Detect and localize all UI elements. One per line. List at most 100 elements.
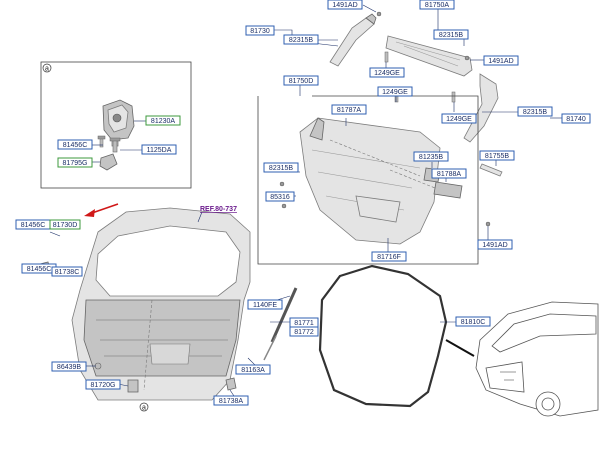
svg-text:81716F: 81716F xyxy=(377,254,401,261)
svg-text:81730: 81730 xyxy=(250,28,270,35)
svg-text:81163A: 81163A xyxy=(241,367,265,374)
label-81163A: 81163A xyxy=(235,364,271,375)
bolt-1125DA xyxy=(109,137,121,153)
svg-text:86439B: 86439B xyxy=(57,364,81,371)
svg-text:1125DA: 1125DA xyxy=(147,147,172,154)
label-81795G: 81795G xyxy=(57,157,93,168)
label-81235B: 81235B xyxy=(413,151,449,162)
svg-text:1249GE: 1249GE xyxy=(446,116,472,123)
svg-text:81810C: 81810C xyxy=(461,319,486,326)
svg-text:81750D: 81750D xyxy=(289,78,314,85)
svg-text:1140FE: 1140FE xyxy=(253,302,277,309)
panel-group-frame xyxy=(257,95,479,265)
clip-1249GE-mid xyxy=(384,51,389,63)
label-81755B: 81755B xyxy=(479,150,515,161)
svg-text:1491AD: 1491AD xyxy=(482,242,507,249)
label-82315B-rail: 82315B xyxy=(433,29,469,40)
inset-frame xyxy=(40,61,192,189)
label-81772: 81772 xyxy=(289,326,319,337)
side-garnish-81740 xyxy=(463,73,499,143)
label-81230A: 81230A xyxy=(145,115,181,126)
tailgate-panel xyxy=(71,207,251,401)
svg-text:REF.80-737: REF.80-737 xyxy=(200,206,237,213)
bolt-1491AD-top xyxy=(376,11,382,17)
svg-text:81772: 81772 xyxy=(294,329,314,336)
clip-1249GE-b xyxy=(451,91,456,103)
svg-text:81730D: 81730D xyxy=(53,222,78,229)
bolt-1491AD-right xyxy=(464,55,470,61)
label-81810C: 81810C xyxy=(455,316,491,327)
inset-marker: a xyxy=(45,66,49,73)
label-86439B: 86439B xyxy=(51,361,87,372)
svg-text:81456C: 81456C xyxy=(63,142,88,149)
seal-callout-line xyxy=(445,339,475,357)
label-81750D: 81750D xyxy=(283,75,319,86)
svg-text:81720G: 81720G xyxy=(91,382,116,389)
striker-81720G xyxy=(127,379,139,393)
svg-text:81456C: 81456C xyxy=(27,266,52,273)
label-81456C-inset: 81456C xyxy=(57,139,93,150)
label-82315B-left: 82315B xyxy=(263,162,299,173)
svg-text:82315B: 82315B xyxy=(523,109,547,116)
inner-trim-81750D xyxy=(299,117,441,245)
screw-81456C-inset xyxy=(97,135,106,148)
svg-text:1491AD: 1491AD xyxy=(332,2,357,9)
svg-text:81787A: 81787A xyxy=(337,107,361,114)
vehicle-silhouette xyxy=(475,301,599,417)
svg-text:82315B: 82315B xyxy=(439,32,463,39)
bumper-81738A xyxy=(225,377,237,391)
label-81740: 81740 xyxy=(561,113,591,124)
label-81738C: 81738C xyxy=(51,266,83,277)
svg-text:82315B: 82315B xyxy=(269,165,293,172)
svg-text:81235B: 81235B xyxy=(419,154,443,161)
svg-text:1249GE: 1249GE xyxy=(382,89,408,96)
callout-marker-circle xyxy=(139,402,149,412)
trim-81755B xyxy=(479,163,503,177)
svg-text:82315B: 82315B xyxy=(289,37,313,44)
svg-text:81738C: 81738C xyxy=(55,269,80,276)
handle-81788A xyxy=(433,181,463,199)
label-81716F: 81716F xyxy=(371,251,407,262)
label-1491AD-right: 1491AD xyxy=(483,55,519,66)
svg-text:81755B: 81755B xyxy=(485,153,509,160)
callout-marker: a xyxy=(142,405,146,412)
svg-text:81230A: 81230A xyxy=(151,118,175,125)
label-1249GE-mid: 1249GE xyxy=(369,67,405,78)
label-85316: 85316 xyxy=(265,191,295,202)
svg-text:1491AD: 1491AD xyxy=(488,58,513,65)
label-81720G: 81720G xyxy=(85,379,121,390)
svg-text:81740: 81740 xyxy=(566,116,586,123)
label-1491AD-top: 1491AD xyxy=(327,0,363,10)
svg-text:85316: 85316 xyxy=(270,194,290,201)
inset-marker-circle xyxy=(42,63,52,73)
label-82315B-top: 82315B xyxy=(283,34,319,45)
red-arrow-icon xyxy=(84,203,119,217)
label-1140FE: 1140FE xyxy=(247,299,283,310)
spoiler-81750A xyxy=(385,35,473,77)
svg-text:81771: 81771 xyxy=(294,320,314,327)
svg-text:81738A: 81738A xyxy=(219,398,243,405)
label-82315B-right: 82315B xyxy=(517,106,553,117)
bolt-1491AD-low xyxy=(485,221,491,227)
svg-text:1249GE: 1249GE xyxy=(374,70,400,77)
label-81750A: 81750A xyxy=(419,0,455,10)
actuator-81795G xyxy=(99,153,118,171)
garnish-81730 xyxy=(329,13,377,67)
weatherstrip-81810C xyxy=(318,264,448,408)
label-81788A: 81788A xyxy=(431,168,467,179)
label-1249GE-a: 1249GE xyxy=(377,86,413,97)
svg-text:81456C: 81456C xyxy=(21,222,46,229)
gas-strut xyxy=(263,287,298,361)
label-81456C-a: 81456C xyxy=(15,219,51,230)
svg-text:81788A: 81788A xyxy=(437,171,461,178)
label-81456C-b: 81456C xyxy=(21,263,57,274)
svg-text:81795G: 81795G xyxy=(63,160,88,167)
label-ref-80-737: REF.80-737 xyxy=(200,206,237,213)
label-81787A: 81787A xyxy=(331,104,367,115)
label-81730D: 81730D xyxy=(49,219,81,230)
label-1249GE-b: 1249GE xyxy=(441,113,477,124)
cap-85316 xyxy=(281,203,287,209)
label-1491AD-low: 1491AD xyxy=(477,239,513,250)
label-81771: 81771 xyxy=(289,317,319,328)
clip-82315B-left xyxy=(279,181,285,187)
